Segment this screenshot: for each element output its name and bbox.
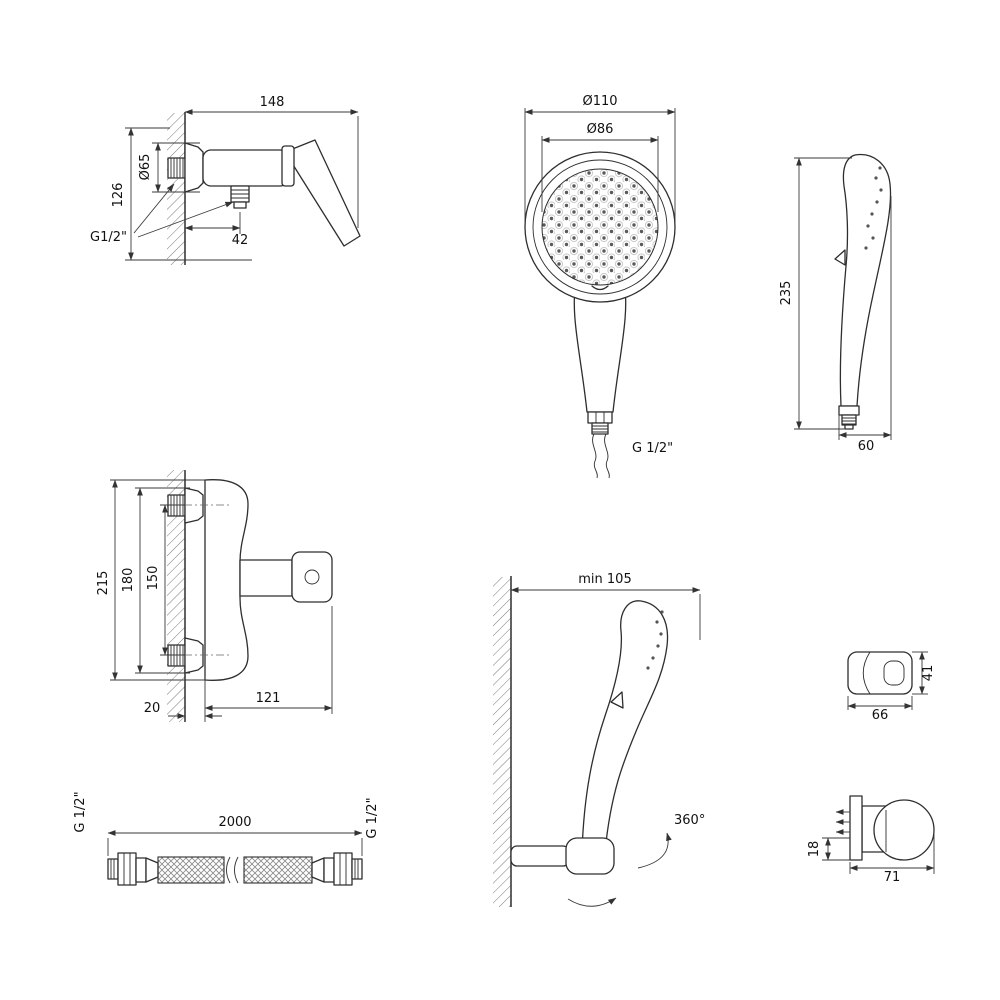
view-hand-shower-front: Ø110 Ø86 G 1/2" [524,94,676,479]
spray-face [541,168,659,286]
dim-min-clearance-label: min 105 [578,572,631,587]
side-thread [841,414,857,426]
holder-wall-plate [849,795,863,861]
dim-head-diameter-label: Ø110 [582,94,617,109]
rotation-label: 360° [674,813,705,828]
hose-segment-right [243,856,313,884]
hose-thread-right [351,858,363,880]
hand-shower [581,600,669,853]
hose-start [592,433,598,479]
hose-break [226,856,239,884]
view-bracket-mounted: min 105 360° [493,572,705,907]
mixer-body [204,479,249,681]
hose-thread-left-label: G 1/2" [73,791,88,832]
dim-centers-label: 150 [146,566,161,591]
spray-toggle [610,691,624,709]
view-hose: 2000 G 1/2" G 1/2" [73,791,380,886]
thread-size-label: G1/2" [90,230,127,245]
view-holder-side: 18 71 [807,795,935,885]
hose-thread-label: G 1/2" [632,441,673,456]
dim-depth-label: 20 [144,701,161,716]
face-slot [591,285,609,291]
handle-neck [239,559,293,597]
handle-screw [304,569,320,585]
dim-flange-span-label: 180 [121,568,136,593]
rotation-arrow-bottom [567,897,617,907]
view-mixer-side: 148 Ø65 126 G1/2" 42 [90,95,361,265]
mixer-body [202,149,289,187]
dim-face-diameter-label: Ø86 [587,122,614,137]
escutcheon-top [184,487,204,524]
dim-body-width-label: 121 [256,691,281,706]
bracket-arm [510,845,570,867]
handle-end [291,551,333,603]
holder-clip-line [862,651,871,695]
wall-hatch [493,577,511,907]
bracket-cup [565,837,615,875]
shower-profile [839,153,892,407]
dim-escutcheon-diameter-label: Ø65 [138,154,153,181]
dim-holder-width-label: 66 [872,708,889,723]
spray-dots [864,166,883,250]
hose-thread-right-label: G 1/2" [365,797,380,838]
dim-mixer-width-label: 148 [260,95,285,110]
dim-holder-depth-label: 71 [884,870,901,885]
hose-nut-right [333,852,353,886]
holder-body [847,651,913,695]
dim-outlet-offset-label: 42 [232,233,249,248]
dim-total-height-label: 215 [96,571,111,596]
handle-thread [591,422,609,435]
holder-knob [873,799,935,861]
view-mixer-front: 215 180 150 20 121 [96,470,333,722]
wall-hatch [167,113,185,265]
handle-nut [587,411,613,424]
mixer-handle [284,139,361,247]
dim-mixer-height-label: 126 [111,183,126,208]
dim-holder-height-label: 41 [921,665,936,682]
view-holder-front: 41 66 [847,651,936,723]
spray-toggle [834,249,846,266]
dim-plate-height-label: 18 [807,841,822,858]
hose-nut-left [117,852,137,886]
dim-hose-length-label: 2000 [218,815,251,830]
view-hand-shower-side: 235 60 [779,153,892,454]
holder-socket [883,660,905,686]
spray-dots [646,610,664,670]
hose-segment-left [157,856,225,884]
shower-handle [573,280,627,413]
escutcheon [184,142,204,193]
side-nut [838,405,860,416]
dim-shower-depth-label: 60 [858,439,875,454]
rotation-arrow [637,832,672,869]
escutcheon-bottom [184,637,204,674]
hose-thread-left [107,858,119,880]
dim-shower-length-label: 235 [779,281,794,306]
